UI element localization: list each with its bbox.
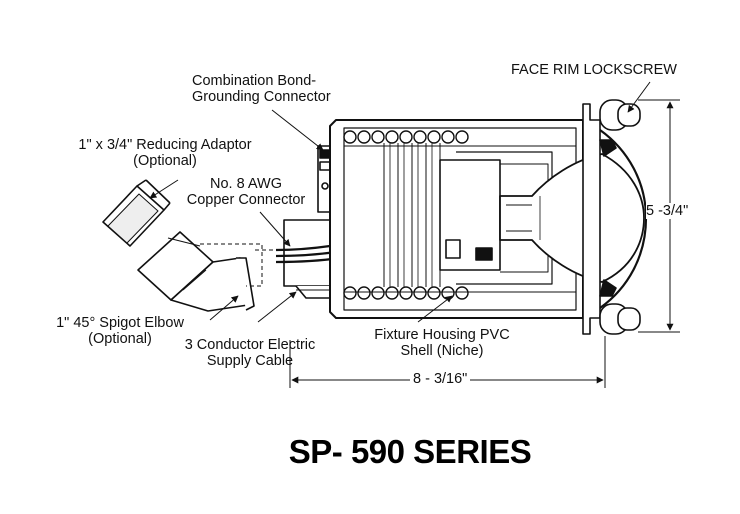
series-title: SP- 590 SERIES: [288, 433, 532, 470]
label-face-rim-lockscrew: FACE RIM LOCKSCREW: [511, 62, 677, 78]
label-supply-cable: 3 Conductor Electric Supply Cable: [184, 337, 316, 369]
label-spigot-elbow: 1" 45° Spigot Elbow (Optional): [56, 315, 184, 347]
reducing-adaptor: [102, 179, 171, 247]
dimension-height-label: 5 -3/4": [646, 203, 689, 219]
spigot-elbow: [137, 231, 255, 312]
label-copper-connector: No. 8 AWG Copper Connector: [186, 176, 306, 208]
label-bond-grounding-connector: Combination Bond- Grounding Connector: [192, 73, 331, 105]
leader-lines: [149, 81, 651, 323]
socket-assembly: [439, 151, 553, 285]
coiled-cord: [343, 130, 469, 300]
dimension-length-label: 8 - 3/16": [410, 371, 471, 387]
label-fixture-housing: Fixture Housing PVC Shell (Niche): [374, 327, 510, 359]
lamp-bulb: [499, 153, 645, 283]
label-reducing-adaptor: 1" x 3/4" Reducing Adaptor (Optional): [78, 137, 252, 169]
